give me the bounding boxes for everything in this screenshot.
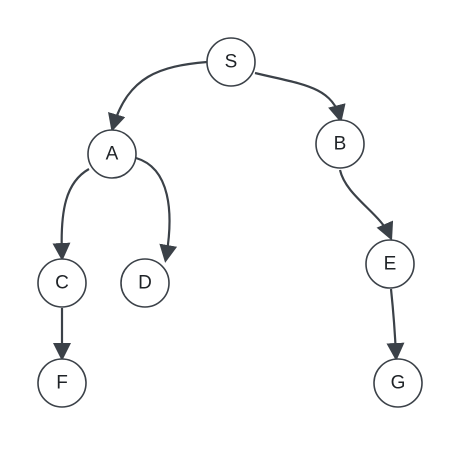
node-b-circle [315, 119, 365, 169]
node-b-label: B [334, 134, 347, 155]
edge-a-d [135, 156, 178, 263]
node-g: G [373, 358, 423, 408]
node-d: D [120, 258, 170, 308]
edge-s-b [254, 71, 346, 123]
node-e-label: E [384, 254, 397, 275]
edge-s-a [108, 60, 208, 132]
edge-e-g [386, 288, 405, 361]
edge-b-e [338, 169, 394, 241]
node-c: C [37, 258, 87, 308]
node-c-circle [37, 258, 87, 308]
node-d-circle [120, 258, 170, 308]
node-s-circle [206, 37, 256, 87]
node-e: E [365, 239, 415, 289]
node-s: S [206, 37, 256, 87]
node-d-label: D [138, 273, 152, 294]
node-g-label: G [391, 373, 406, 394]
node-e-circle [365, 239, 415, 289]
nodes-group: S A B C D E F G [37, 37, 423, 408]
node-a: A [87, 129, 137, 179]
node-c-label: C [55, 273, 69, 294]
node-g-circle [373, 358, 423, 408]
node-f-circle [37, 358, 87, 408]
node-a-label: A [106, 144, 119, 165]
node-f-label: F [56, 373, 68, 394]
node-a-circle [87, 129, 137, 179]
node-f: F [37, 358, 87, 408]
edge-a-c [52, 168, 90, 261]
edges-group [52, 60, 405, 361]
node-s-label: S [225, 52, 238, 73]
node-b: B [315, 119, 365, 169]
